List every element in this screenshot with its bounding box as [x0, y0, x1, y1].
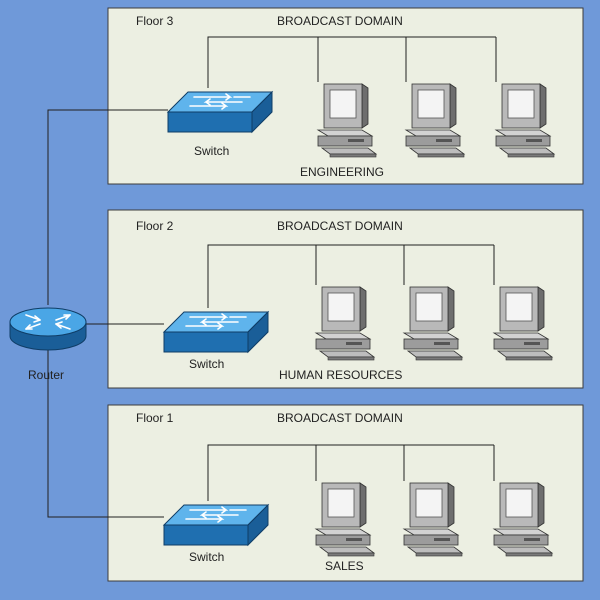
router-icon	[9, 307, 87, 351]
floor-2-domain-label: BROADCAST DOMAIN	[277, 219, 403, 233]
floor-2-department-label: HUMAN RESOURCES	[279, 368, 403, 382]
floor-3-switch-icon	[166, 90, 274, 134]
floor-1-switch-icon	[162, 503, 270, 547]
floor-1-computer-2	[402, 482, 464, 557]
floor-1-domain-label: BROADCAST DOMAIN	[277, 411, 403, 425]
floor-1-switch-label: Switch	[189, 550, 225, 564]
floor-2-bus-line	[207, 244, 494, 308]
floor-2-computer-2	[402, 286, 464, 361]
floor-2-computer-1	[314, 286, 376, 361]
floor-2-label: Floor 2	[136, 219, 174, 233]
floor-2-computer-3	[492, 286, 554, 361]
floor-3-department-label: ENGINEERING	[300, 165, 385, 179]
floor-1-label: Floor 1	[136, 411, 174, 425]
floor-3-switch-label: Switch	[194, 144, 230, 158]
floor-3-bus-line	[207, 36, 496, 88]
router-label: Router	[28, 368, 65, 382]
floor-3-computer-1	[316, 83, 378, 158]
router-link-floor-3	[47, 109, 168, 305]
floor-3-domain-label: BROADCAST DOMAIN	[277, 14, 403, 28]
floor-2-switch-icon	[162, 310, 270, 354]
floor-1-bus-line	[207, 444, 494, 501]
floor-3-computer-2	[404, 83, 466, 158]
floor-1-computer-3	[492, 482, 554, 557]
floor-3-computer-3	[494, 83, 556, 158]
floor-3-label: Floor 3	[136, 14, 174, 28]
router-link-floor-1	[47, 345, 164, 518]
floor-2-switch-label: Switch	[189, 357, 225, 371]
floor-1-computer-1	[314, 482, 376, 557]
floor-1-department-label: SALES	[325, 559, 364, 573]
